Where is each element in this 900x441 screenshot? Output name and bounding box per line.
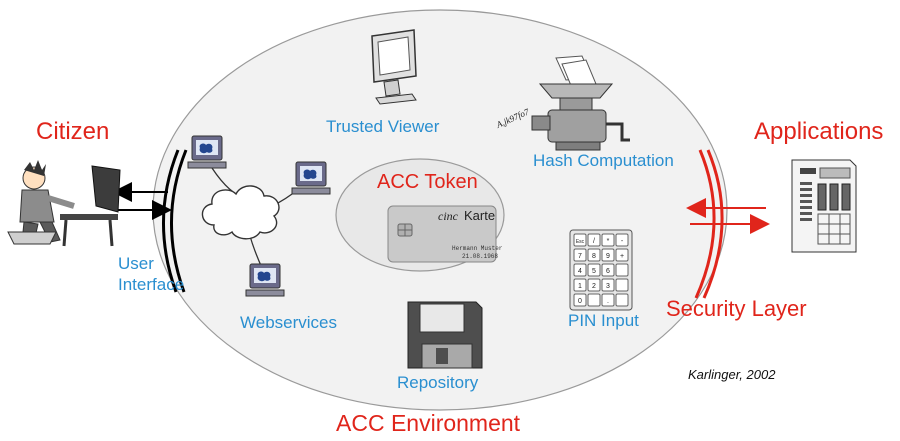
user-interface-label-line1: User [118, 254, 154, 273]
keypad-key-label: + [620, 253, 624, 260]
webservices-label: Webservices [240, 313, 337, 332]
keypad-key-label: 2 [592, 283, 596, 290]
acc-environment-label: ACC Environment [336, 410, 521, 436]
keypad-key-label: 1 [578, 283, 582, 290]
keypad-key-label: 9 [606, 253, 610, 260]
keypad-key-label: 0 [578, 298, 582, 305]
hash-machine-icon: A,jk97fo7 [494, 55, 630, 151]
acc-token-label: ACC Token [377, 171, 478, 193]
card-holder-name: Hermann Muster [452, 245, 503, 252]
applications-label: Applications [754, 118, 884, 145]
document-form-icon [791, 159, 857, 253]
keypad-key [615, 233, 629, 247]
keypad-key-label: 3 [606, 283, 610, 290]
floppy-disk-icon [407, 301, 483, 369]
keypad-key-label: 7 [578, 253, 582, 260]
security-layer-label: Security Layer [666, 296, 807, 321]
keypad-key [573, 248, 587, 262]
user-interface-label-line2: Interface [118, 275, 185, 294]
keypad-key-label: Esc [576, 239, 585, 245]
keypad-key [601, 278, 615, 292]
citizen-label: Citizen [36, 118, 110, 145]
trusted-viewer-label: Trusted Viewer [326, 117, 440, 136]
keypad-key [615, 248, 629, 262]
keypad-key [601, 248, 615, 262]
keypad-key [587, 293, 601, 307]
keypad-key [615, 278, 629, 292]
keypad-key [601, 233, 615, 247]
keypad-key [573, 233, 587, 247]
pin-input-label: PIN Input [568, 311, 639, 330]
chip-card-icon: cinc Karte Hermann Muster 21.08.1968 [387, 205, 503, 263]
keypad-key-label: 6 [606, 268, 610, 275]
keypad-key [587, 263, 601, 277]
card-brand-suffix: Karte [464, 208, 495, 223]
repository-label: Repository [397, 373, 479, 392]
keypad-key-label: . [607, 298, 609, 305]
keypad-key [587, 248, 601, 262]
keypad-key [573, 278, 587, 292]
keypad-key [587, 233, 601, 247]
card-date: 21.08.1968 [462, 253, 498, 260]
keypad-key-label: * [607, 238, 610, 245]
user-interface-boundary [162, 149, 188, 293]
card-brand-prefix: cinc [438, 209, 459, 223]
keypad-key [601, 293, 615, 307]
keypad-key-label: 4 [578, 268, 582, 275]
keypad-key [615, 263, 629, 277]
monitor-icon [371, 29, 417, 105]
computer-icon [245, 263, 285, 297]
keypad-key [615, 293, 629, 307]
computer-icon [187, 135, 227, 169]
keypad-icon: Esc / * - 7 8 9 +4 5 6 1 2 3 0. [569, 229, 633, 311]
keypad-key-label: 5 [592, 268, 596, 275]
keypad-key-label: 8 [592, 253, 596, 260]
keypad-key [573, 293, 587, 307]
computer-icon [291, 161, 331, 195]
keypad-keys: Esc / * - 7 8 9 +4 5 6 1 2 3 0. [573, 233, 629, 307]
hash-computation-label: Hash Computation [533, 151, 674, 170]
keypad-key [587, 278, 601, 292]
credit-label: Karlinger, 2002 [688, 367, 776, 382]
keypad-key [573, 263, 587, 277]
keypad-key-label: / [593, 238, 595, 245]
keypad-key-label: - [621, 238, 624, 245]
network-cloud-icon [201, 185, 280, 240]
citizen-user-icon [7, 160, 121, 247]
keypad-key [601, 263, 615, 277]
